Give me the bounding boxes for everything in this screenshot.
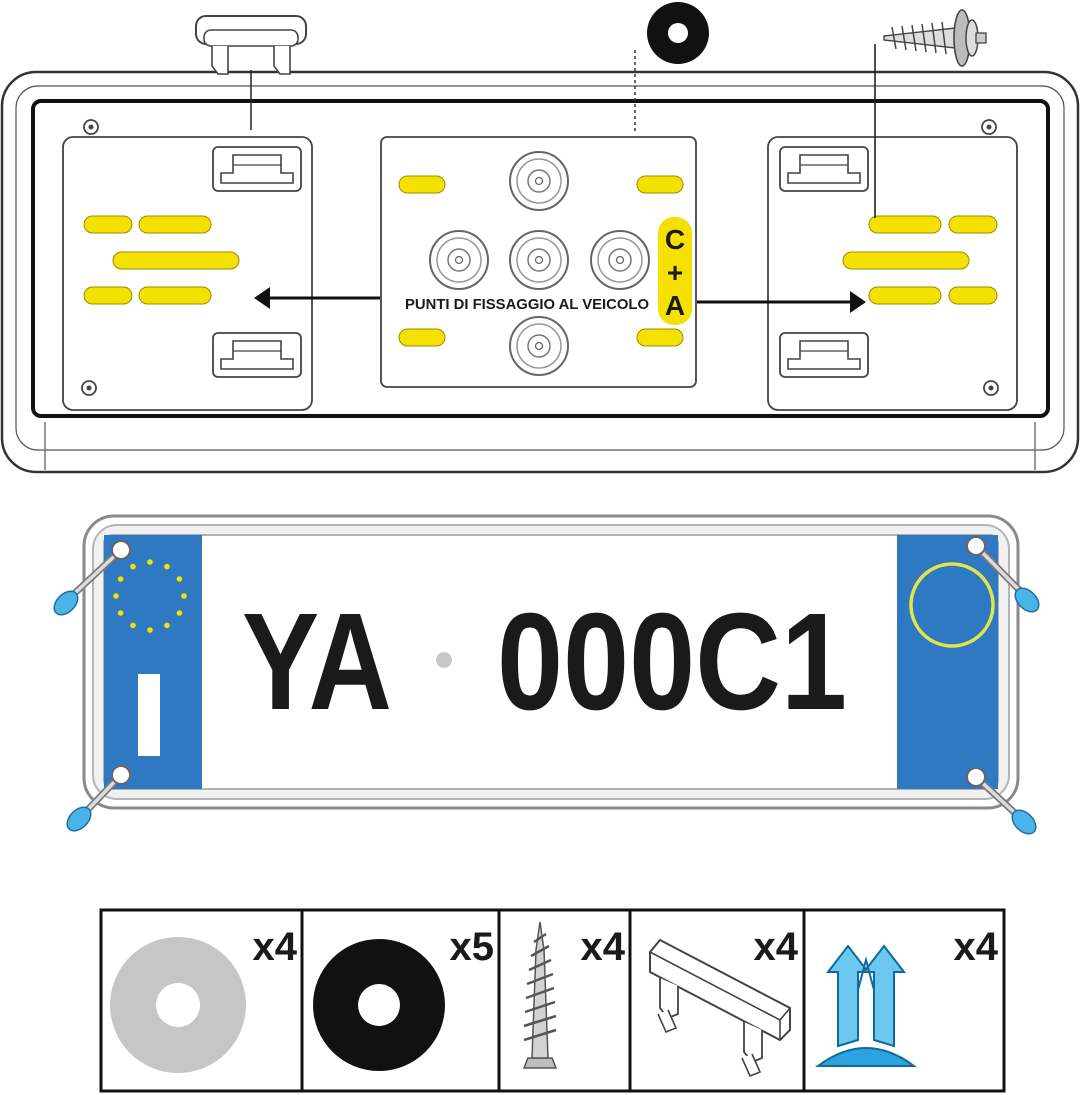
parts-cell: x4 bbox=[814, 925, 999, 1067]
mount-label-backdrop bbox=[400, 292, 650, 316]
parts-cell: x4 bbox=[110, 925, 298, 1073]
eu-star bbox=[130, 563, 136, 570]
plug-fastener-icon bbox=[66, 765, 131, 832]
eu-star bbox=[117, 610, 124, 616]
ca-badge-letter-c: C bbox=[665, 224, 685, 255]
clip-slot-icon bbox=[212, 332, 302, 378]
frame-inner-rim bbox=[15, 85, 1065, 451]
plug-fastener-icon bbox=[53, 540, 131, 616]
plug-fastener-icon bbox=[966, 767, 1037, 835]
eu-star bbox=[147, 559, 153, 565]
quantity-label: x4 bbox=[253, 925, 298, 969]
yellow-slot bbox=[398, 175, 446, 194]
ca-badge-background bbox=[658, 217, 692, 325]
ca-badge: C + A bbox=[658, 217, 692, 325]
black-washer-icon bbox=[313, 939, 445, 1071]
yellow-slot bbox=[83, 286, 133, 305]
ca-badge-letter-a: A bbox=[665, 290, 685, 321]
eu-star bbox=[130, 622, 136, 629]
eu-star bbox=[147, 627, 153, 633]
mounting-hole-icon bbox=[509, 151, 569, 211]
license-plate-front-view: I YA 000C1 bbox=[53, 514, 1040, 835]
yellow-slot bbox=[636, 328, 684, 347]
eu-star bbox=[113, 593, 119, 599]
mounting-hole-icon bbox=[590, 230, 650, 290]
arrow-right-icon bbox=[697, 291, 866, 313]
left-panel bbox=[62, 119, 313, 411]
yellow-slot bbox=[842, 251, 970, 270]
black-washer-callout-icon bbox=[634, 2, 709, 134]
plate-text-left: YA bbox=[242, 585, 392, 739]
gray-washer-icon bbox=[110, 937, 246, 1073]
quantity-label: x4 bbox=[754, 925, 799, 969]
yellow-slot bbox=[138, 215, 212, 234]
screw-icon bbox=[522, 921, 558, 1069]
eu-star bbox=[176, 576, 183, 582]
frame-back-view: PUNTI DI FISSAGGIO AL VEICOLO C + A bbox=[0, 2, 1080, 474]
yellow-slot bbox=[636, 175, 684, 194]
eu-star bbox=[176, 610, 183, 616]
clip-slot-icon bbox=[212, 146, 302, 192]
yellow-slot bbox=[948, 286, 998, 305]
eu-stars-icon bbox=[113, 559, 187, 633]
eu-star bbox=[181, 593, 187, 599]
right-panel bbox=[767, 119, 1018, 411]
plate-text-right: 000C1 bbox=[497, 585, 847, 739]
clip-bracket-icon bbox=[649, 938, 791, 1078]
clip-slot-icon bbox=[779, 146, 869, 192]
yellow-slot bbox=[138, 286, 212, 305]
corner-hole-icon bbox=[983, 380, 999, 396]
quantity-label: x4 bbox=[581, 925, 626, 969]
mount-points-label: PUNTI DI FISSAGGIO AL VEICOLO bbox=[405, 296, 649, 313]
mounting-hole-icon bbox=[429, 230, 489, 290]
clip-bracket-callout-icon bbox=[195, 15, 307, 130]
plug-fastener-icon bbox=[966, 536, 1040, 613]
yellow-slot bbox=[398, 328, 446, 347]
arrow-left-icon bbox=[254, 287, 380, 309]
eu-star bbox=[164, 563, 170, 570]
mounting-hole-icon bbox=[509, 230, 569, 290]
yellow-slot bbox=[868, 286, 942, 305]
eu-star bbox=[164, 622, 170, 629]
screw-callout-icon bbox=[874, 9, 987, 218]
yellow-slot bbox=[83, 215, 133, 234]
quantity-label: x5 bbox=[450, 925, 495, 969]
center-panel: PUNTI DI FISSAGGIO AL VEICOLO C + A bbox=[380, 136, 697, 388]
yellow-slot bbox=[948, 215, 998, 234]
corner-hole-icon bbox=[83, 119, 99, 135]
parts-cell: x4 bbox=[649, 925, 799, 1078]
eu-band-right bbox=[897, 535, 998, 789]
yellow-slot bbox=[868, 215, 942, 234]
yellow-slot bbox=[112, 251, 240, 270]
eu-star bbox=[117, 576, 124, 582]
corner-hole-icon bbox=[81, 380, 97, 396]
clip-slot-icon bbox=[779, 332, 869, 378]
plate-separator-dot bbox=[436, 652, 452, 668]
inspection-circle-icon bbox=[909, 562, 995, 648]
ca-badge-plus: + bbox=[667, 257, 683, 288]
country-code-mark bbox=[138, 674, 160, 756]
plastic-plug-icon bbox=[814, 944, 918, 1067]
mounting-hole-icon bbox=[509, 316, 569, 376]
parts-cell: x4 bbox=[522, 921, 626, 1069]
parts-table: x4 x5 x4 bbox=[99, 908, 1006, 1093]
parts-cell: x5 bbox=[313, 925, 494, 1071]
corner-hole-icon bbox=[981, 119, 997, 135]
quantity-label: x4 bbox=[954, 925, 999, 969]
